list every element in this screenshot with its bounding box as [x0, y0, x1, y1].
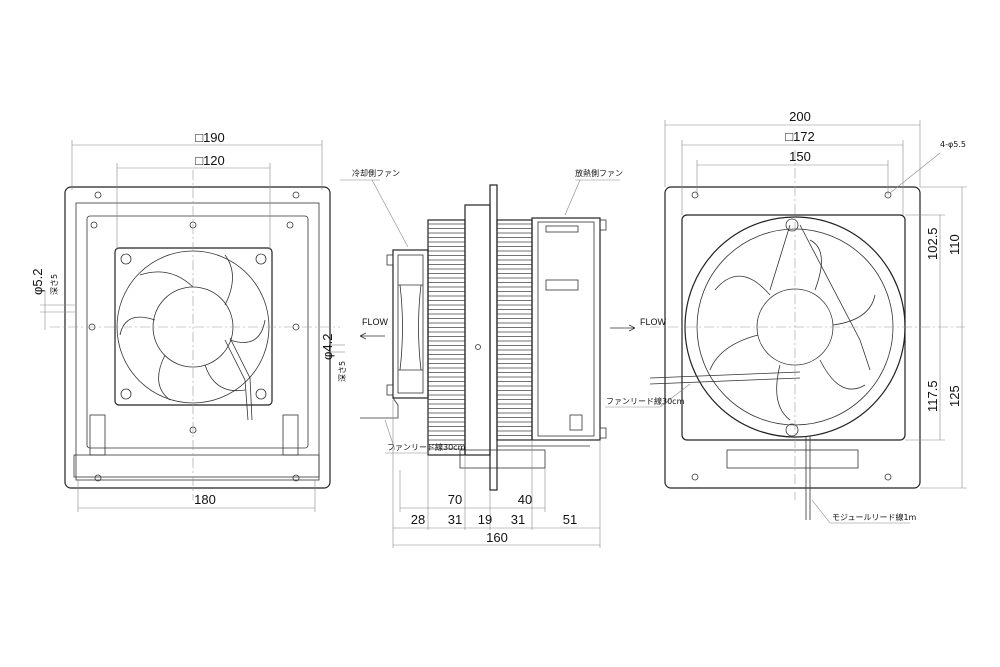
dim-side-hole: φ4.2: [320, 333, 335, 360]
dim-rear-pitch: 150: [789, 149, 811, 164]
heat-heatsink: [496, 219, 533, 441]
dim-side-28: 28: [411, 512, 425, 527]
dim-rear-upper-inner: 102.5: [925, 227, 940, 260]
dim-side-total: 160: [486, 530, 508, 545]
heat-fan-side: [531, 217, 601, 441]
dim-side-hole-depth: 深さ5: [338, 361, 347, 382]
module-lead-label: モジュールリード線1m: [832, 512, 917, 522]
dim-side-40: 40: [518, 492, 532, 507]
dim-front-fan: □120: [195, 153, 225, 168]
dim-rear-lower-inner: 117.5: [925, 380, 940, 412]
dim-rear-lower-outer: 125: [947, 385, 962, 407]
dim-front-hole-depth: 深さ5: [50, 274, 59, 295]
fan-lead-right-label: ファンリード線30cm: [606, 396, 685, 406]
dim-side-31b: 31: [511, 512, 525, 527]
front-view: □190 □120 180 φ5.2 深さ5: [30, 130, 340, 512]
dim-rear-outer: 200: [789, 109, 811, 124]
dim-rear-upper-outer: 110: [947, 234, 962, 255]
dim-side-51: 51: [563, 512, 577, 527]
cooling-fan-front: [114, 247, 273, 406]
dim-front-bottom: 180: [194, 492, 216, 507]
dim-rear-frame: □172: [785, 129, 815, 144]
dim-front-outer: □190: [195, 130, 225, 145]
dim-side-19: 19: [478, 512, 492, 527]
flow-right-label: FLOW: [640, 317, 667, 327]
dim-front-hole: φ5.2: [30, 268, 45, 295]
cooling-fan-side: [392, 249, 429, 399]
cooling-fan-label: 冷却側ファン: [352, 168, 400, 178]
dim-rear-holes: 4-φ5.5: [940, 140, 966, 149]
flow-left-label: FLOW: [362, 317, 389, 327]
mounting-plate-side: [489, 184, 498, 491]
dim-side-70: 70: [448, 492, 462, 507]
rear-view: 200 □172 150 4-φ5.5 102.5 110 117.5 125 …: [605, 109, 967, 524]
dim-side-31a: 31: [448, 512, 462, 527]
fan-lead-left-label: ファンリード線30cm: [387, 442, 466, 452]
heat-fan-label: 放熱側ファン: [575, 168, 623, 178]
side-view: FLOW FLOW 冷却側ファン 放熱側ファン ファンリード線30cm φ4.2…: [320, 168, 667, 548]
